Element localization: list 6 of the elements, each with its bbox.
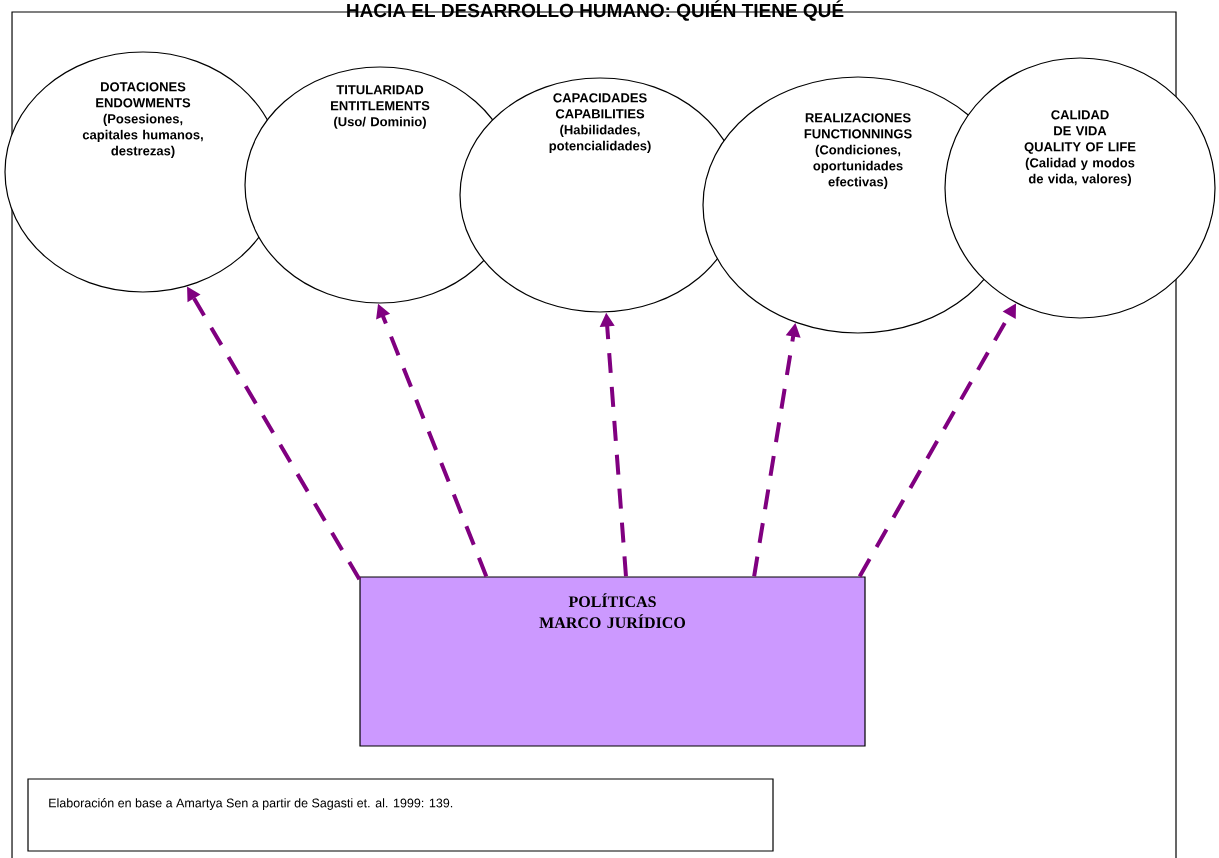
source-note-box: Elaboración en base a Amartya Sen a partir de Sagasti et. al. 1999: 139.: [27, 778, 774, 852]
policy-box: POLÍTICAS MARCO JURÍDICO: [359, 576, 866, 747]
node-label: QUALITY OF LIFE: [1024, 142, 1136, 154]
node-label: CALIDAD DE VIDA: [1051, 110, 1109, 136]
title: HACIA EL DESARROLLO HUMANO: QUIÉN TIENE QUÉ: [347, 0, 844, 21]
node-label: (Calidad y modos de vida, valores): [1025, 157, 1135, 186]
